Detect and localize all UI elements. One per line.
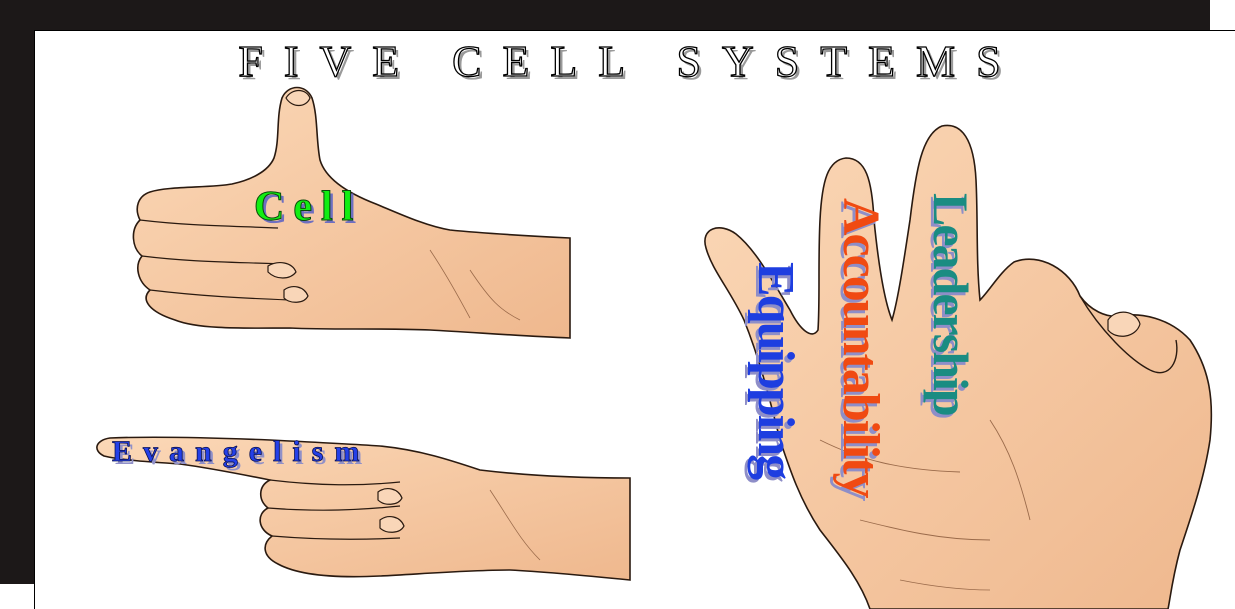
cell-label: Cell — [254, 183, 362, 231]
equipping-label: Equipping — [746, 262, 805, 478]
evangelism-label: Evangelism — [112, 435, 370, 469]
leadership-label: Leadership — [922, 193, 980, 415]
accountability-label: Accountability — [831, 198, 890, 496]
